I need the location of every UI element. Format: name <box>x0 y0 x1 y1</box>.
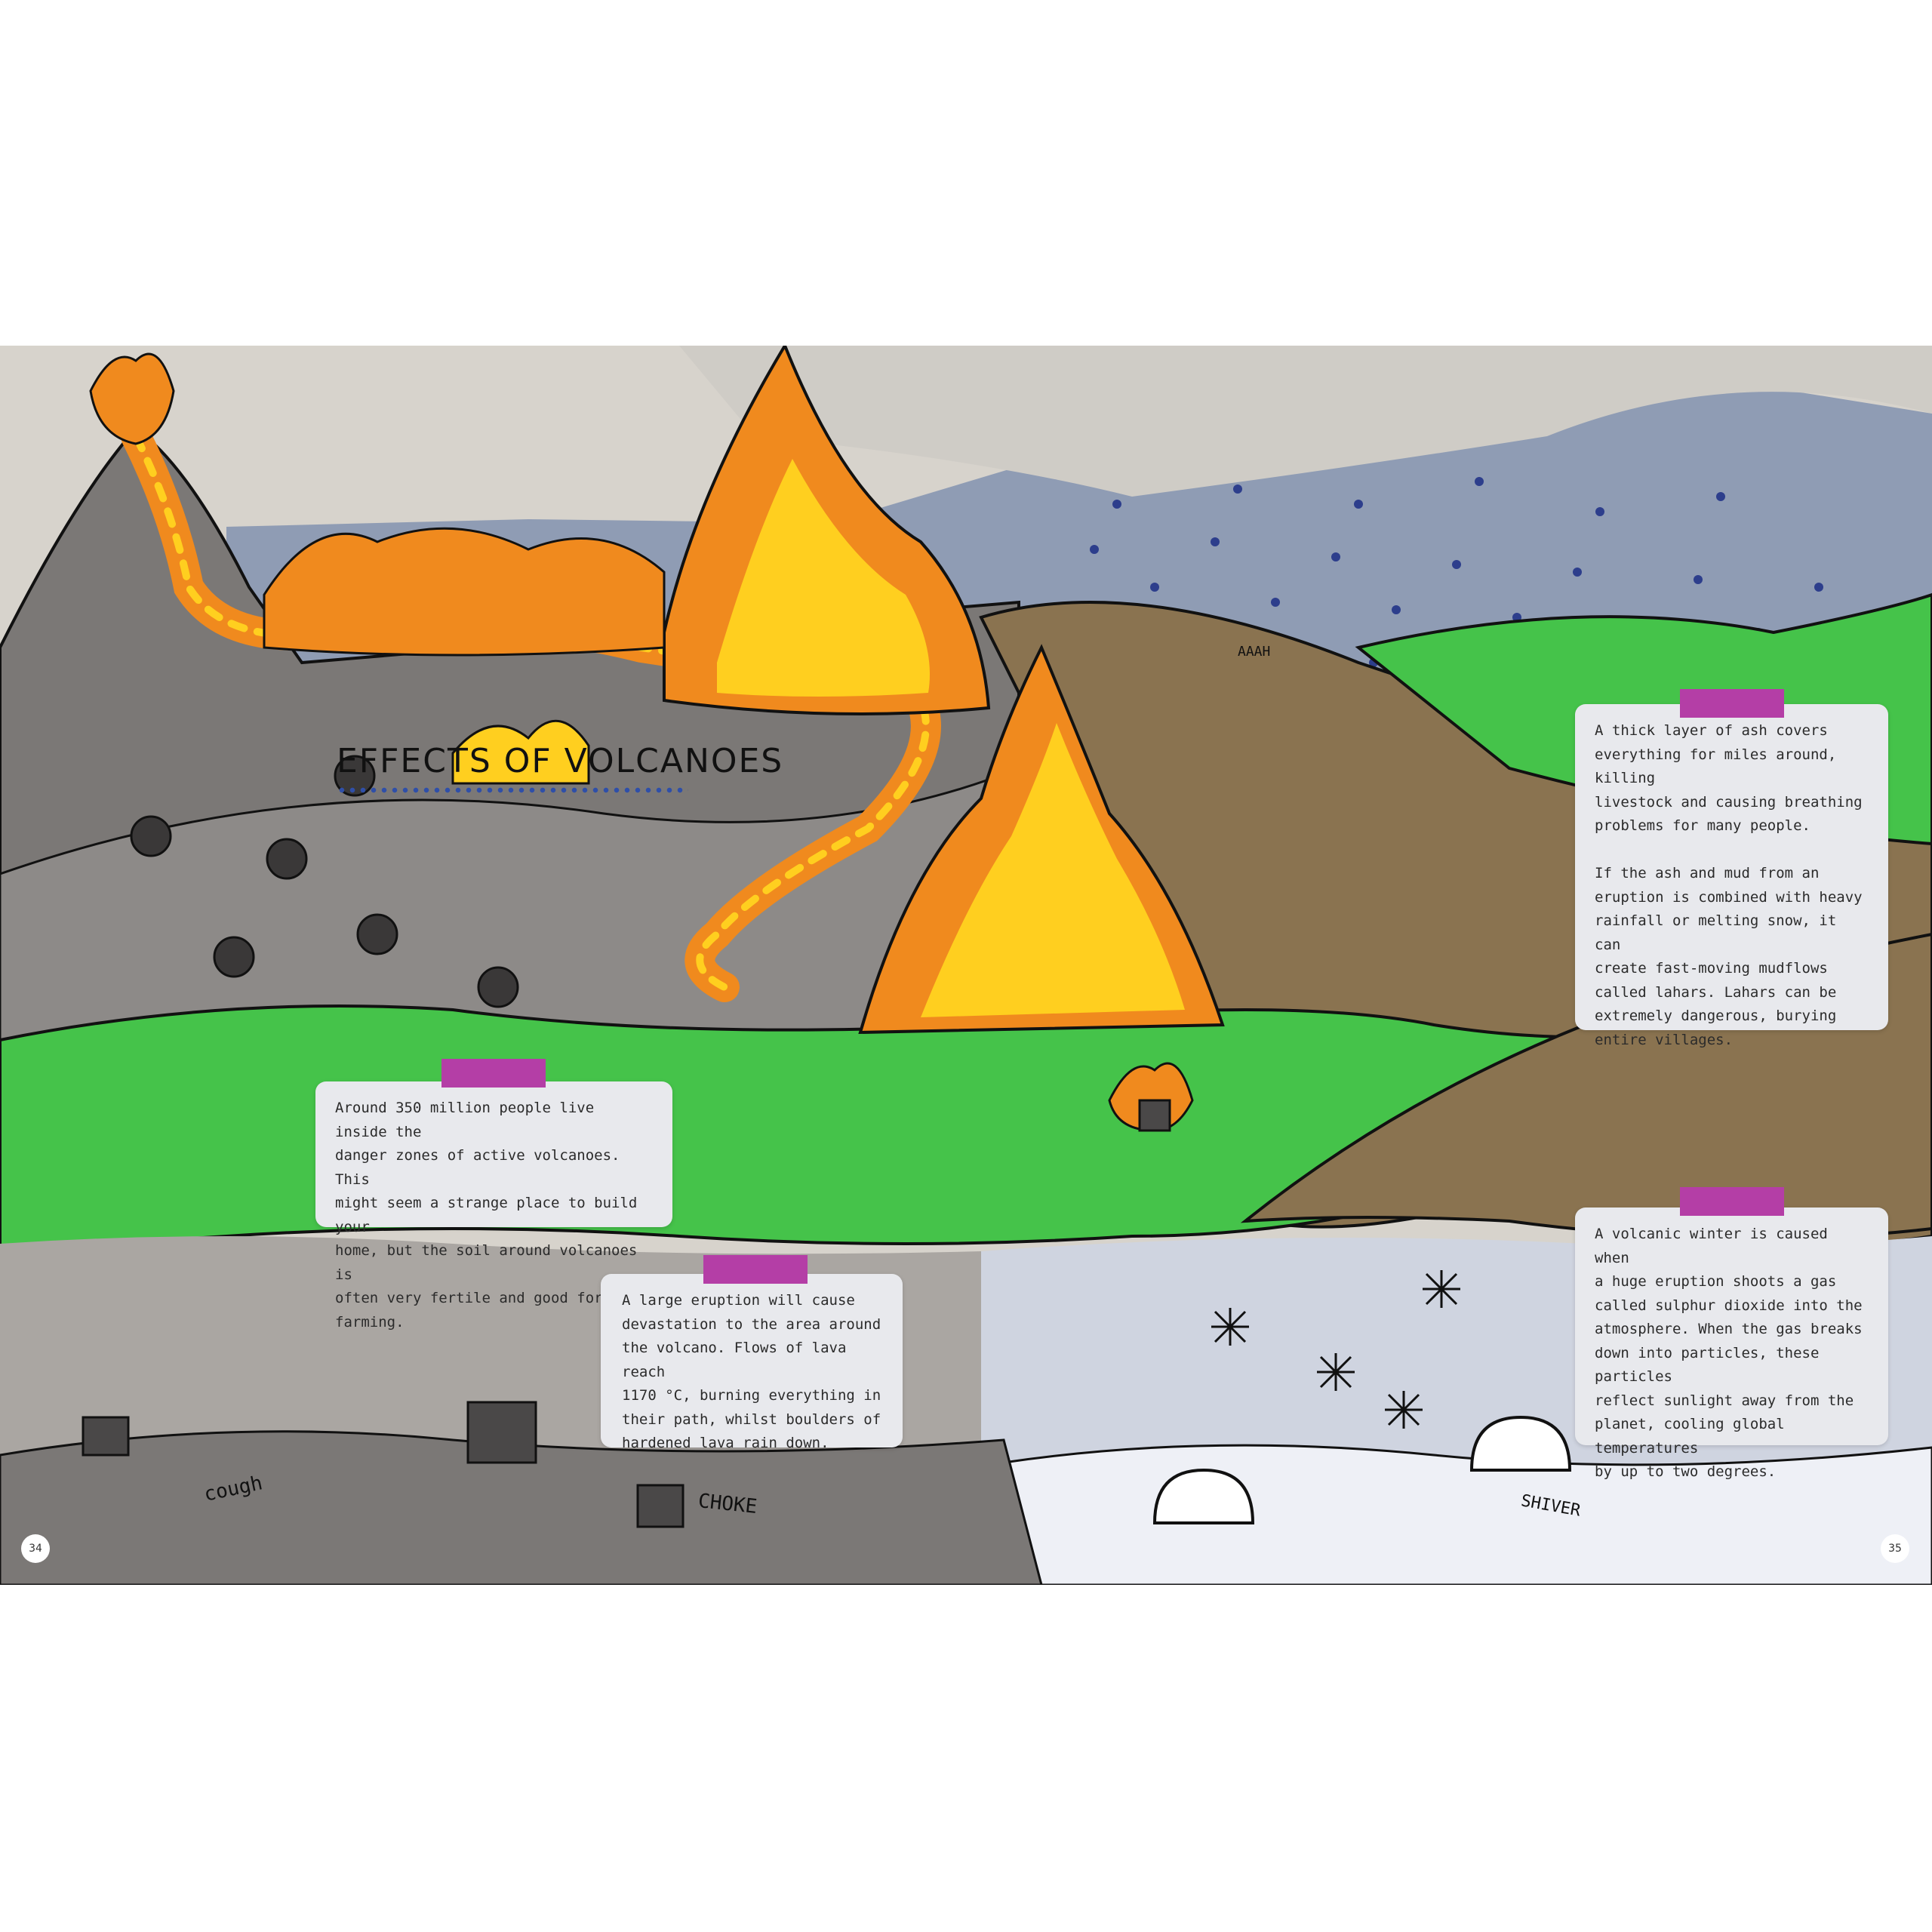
page-number-left: 34 <box>21 1534 50 1563</box>
info-card-eruption-text: A large eruption will cause devastation … <box>622 1292 881 1451</box>
page-title: EFFECTS OF VOLCANOES <box>337 742 784 780</box>
info-card-ash-text: A thick layer of ash covers everything f… <box>1595 722 1863 1048</box>
tape-winter <box>1680 1187 1784 1216</box>
info-card-winter: A volcanic winter is caused when a huge … <box>1575 1208 1888 1480</box>
snowflakes <box>1211 1270 1460 1429</box>
label-aaah: AAAH <box>1238 644 1271 660</box>
igloos <box>1152 1415 1572 1524</box>
title-underline-dots <box>337 787 688 793</box>
flames <box>89 346 1225 1132</box>
info-card-eruption: A large eruption will cause devastation … <box>601 1274 903 1451</box>
info-card-ash: A thick layer of ash covers everything f… <box>1575 704 1888 1048</box>
book-spread: EFFECTS OF VOLCANOES AAAH cough CHOKE SH… <box>0 346 1932 1585</box>
tape-eruption <box>703 1255 808 1284</box>
tape-people <box>441 1059 546 1088</box>
tape-ash <box>1680 689 1784 718</box>
ash-cloud-top <box>679 346 1932 497</box>
info-card-winter-text: A volcanic winter is caused when a huge … <box>1595 1226 1863 1480</box>
lava-boulders <box>130 755 519 1008</box>
houses <box>82 1099 1171 1528</box>
page-number-right: 35 <box>1881 1534 1909 1563</box>
info-card-people-text: Around 350 million people live inside th… <box>335 1100 638 1331</box>
info-card-people: Around 350 million people live inside th… <box>315 1081 672 1331</box>
